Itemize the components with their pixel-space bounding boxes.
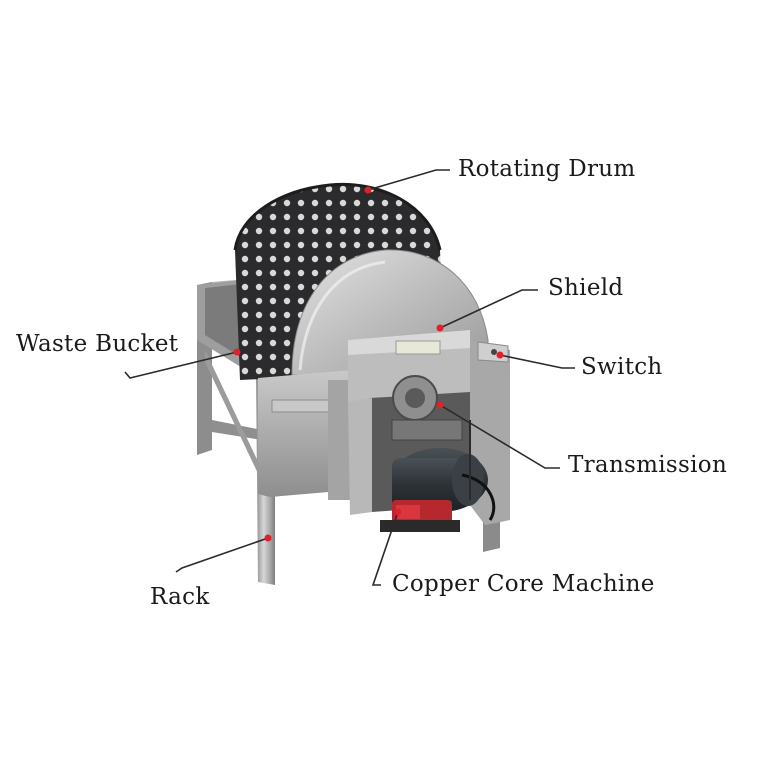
- marker-shield: [436, 324, 444, 332]
- front-panel: [258, 370, 352, 500]
- label-shield: Shield: [548, 275, 624, 301]
- marker-copper-core-machine: [394, 508, 402, 516]
- copper-core-motor: [380, 420, 496, 532]
- switch-box: [477, 341, 509, 363]
- label-waste-bucket: Waste Bucket: [16, 331, 179, 357]
- marker-dots: [233, 186, 504, 542]
- marker-rack: [264, 534, 272, 542]
- label-rack: Rack: [150, 584, 210, 610]
- marker-transmission: [436, 401, 444, 409]
- label-copper-core-machine: Copper Core Machine: [392, 571, 655, 597]
- marker-waste-bucket: [233, 348, 241, 356]
- label-transmission: Transmission: [568, 452, 728, 478]
- marker-switch: [496, 351, 504, 359]
- marker-rotating-drum: [364, 186, 372, 194]
- label-switch: Switch: [581, 354, 663, 380]
- leader-lines: [124, 169, 575, 586]
- label-rotating-drum: Rotating Drum: [458, 156, 636, 182]
